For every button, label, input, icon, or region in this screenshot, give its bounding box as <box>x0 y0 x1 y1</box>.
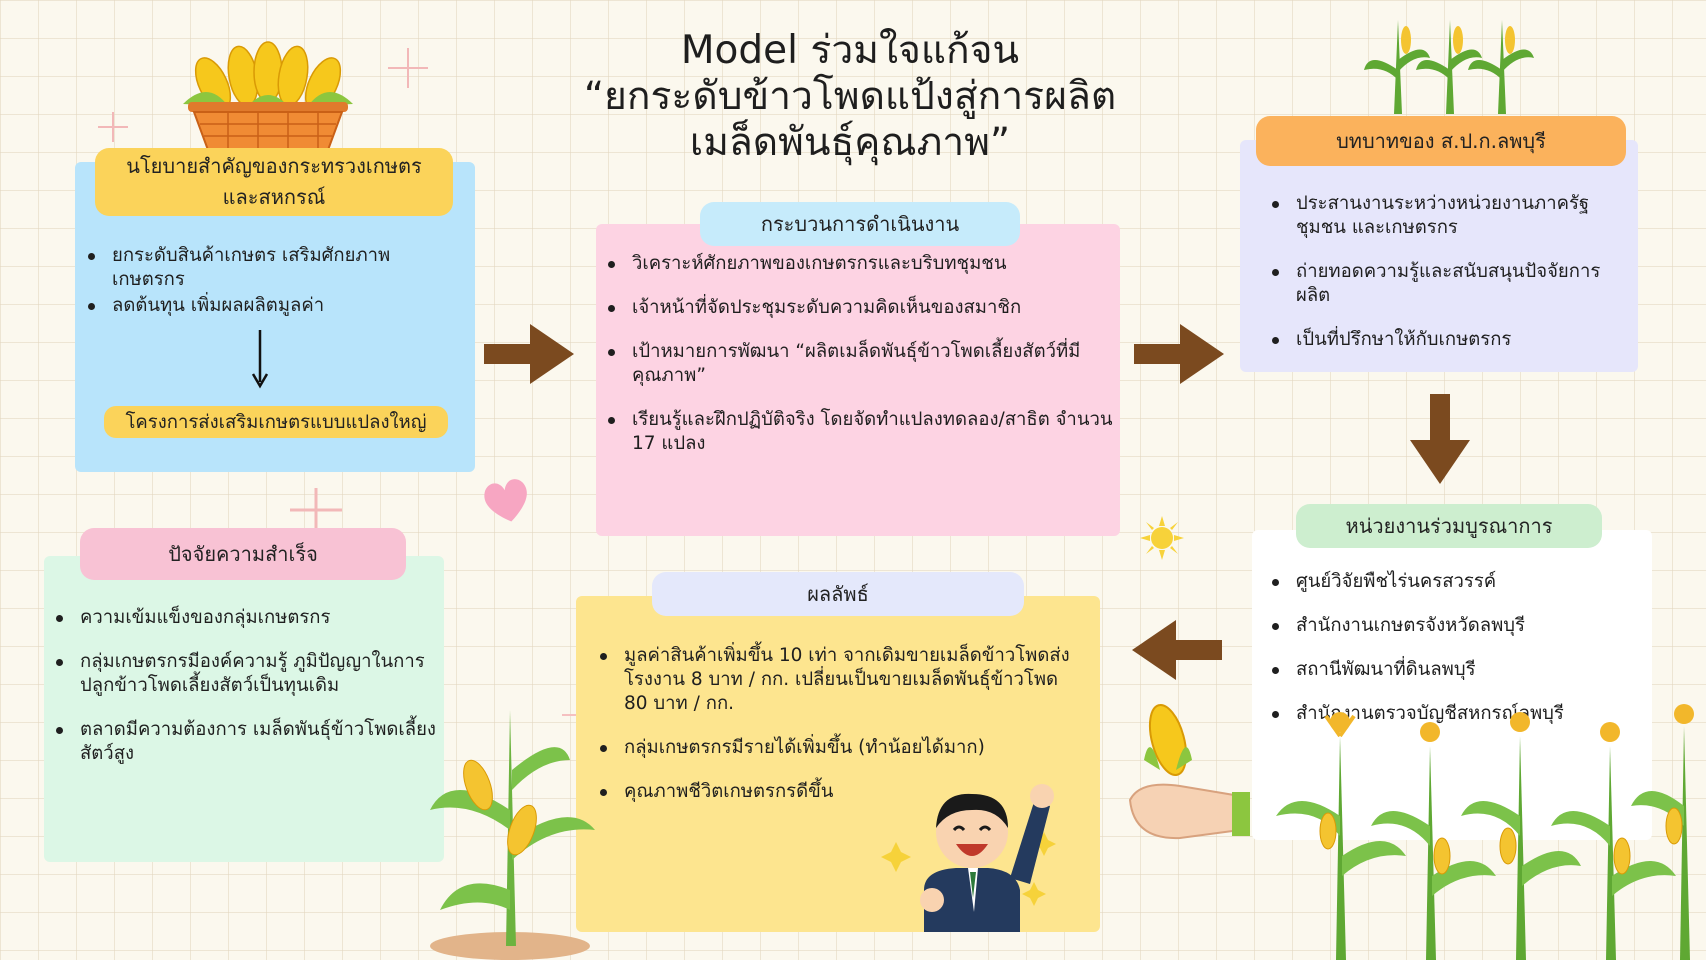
arrow-right-icon <box>1134 324 1224 384</box>
list-item: ศูนย์วิจัยพืชไร่นครสวรรค์ <box>1272 570 1652 594</box>
list-item: ประสานงานระหว่างหน่วยงานภาครัฐ ชุมชน และ… <box>1272 192 1624 240</box>
sparkle-icon <box>290 488 342 528</box>
sparkle-icon <box>98 112 128 142</box>
success-label: ปัจจัยความสำเร็จ <box>80 528 406 580</box>
project-label: โครงการส่งเสริมเกษตรแบบแปลงใหญ่ <box>104 406 448 438</box>
heart-icon <box>484 479 527 522</box>
arrow-down-icon <box>251 330 269 389</box>
list-item: ตลาดมีความต้องการ เมล็ดพันธุ์ข้าวโพดเลี้… <box>56 718 436 766</box>
arrow-left-icon <box>1132 620 1222 680</box>
policy-list: ยกระดับสินค้าเกษตร เสริมศักยภาพเกษตรกร ล… <box>88 244 448 338</box>
arrow-down-icon <box>1410 394 1470 484</box>
list-item: ลดต้นทุน เพิ่มผลผลิตมูลค่า <box>88 294 448 318</box>
sparkle-icon <box>388 48 428 88</box>
process-list: วิเคราะห์ศักยภาพของเกษตรกรและบริบทชุมชน … <box>608 252 1120 476</box>
arrow-right-icon <box>484 324 574 384</box>
results-list: มูลค่าสินค้าเพิ่มขึ้น 10 เท่า จากเดิมขาย… <box>600 644 1070 824</box>
partners-label: หน่วยงานร่วมบูรณาการ <box>1296 504 1602 548</box>
process-label: กระบวนการดำเนินงาน <box>700 202 1020 246</box>
list-item: สำนักงานตรวจบัญชีสหกรณ์ลพบุรี <box>1272 702 1652 726</box>
happy-man-icon <box>881 784 1056 932</box>
success-box <box>44 556 444 862</box>
list-item: เรียนรู้และฝึกปฏิบัติจริง โดยจัดทำแปลงทด… <box>608 408 1120 456</box>
list-item: มูลค่าสินค้าเพิ่มขึ้น 10 เท่า จากเดิมขาย… <box>600 644 1070 716</box>
list-item: เป็นที่ปรึกษาให้กับเกษตรกร <box>1272 328 1624 352</box>
list-item: ความเข้มแข็งของกลุ่มเกษตรกร <box>56 606 436 630</box>
list-item: สถานีพัฒนาที่ดินลพบุรี <box>1272 658 1652 682</box>
role-box <box>1240 140 1638 372</box>
list-item: เป้าหมายการพัฒนา “ผลิตเมล็ดพันธุ์ข้าวโพด… <box>608 340 1120 388</box>
list-item: วิเคราะห์ศักยภาพของเกษตรกรและบริบทชุมชน <box>608 252 1120 276</box>
results-label: ผลลัพธ์ <box>652 572 1024 616</box>
list-item: ยกระดับสินค้าเกษตร เสริมศักยภาพเกษตรกร <box>88 244 448 292</box>
role-list: ประสานงานระหว่างหน่วยงานภาครัฐ ชุมชน และ… <box>1272 192 1624 372</box>
policy-label: นโยบายสำคัญของกระทรวงเกษตร และสหกรณ์ <box>95 148 453 216</box>
list-item: เจ้าหน้าที่จัดประชุมระดับความคิดเห็นของส… <box>608 296 1120 320</box>
sun-icon <box>1140 516 1184 560</box>
corn-plant-icon <box>430 710 595 960</box>
success-list: ความเข้มแข็งของกลุ่มเกษตรกร กลุ่มเกษตรกร… <box>56 606 436 786</box>
list-item: กลุ่มเกษตรกรมีรายได้เพิ่มขึ้น (ทำน้อยได้… <box>600 736 1070 760</box>
corn-plants-icon <box>1276 704 1694 960</box>
page-title: Model ร่วมใจแก้จน “ยกระดับข้าวโพดแป้งสู่… <box>583 28 1117 165</box>
partners-box <box>1252 530 1652 840</box>
corn-plants-icon <box>1364 20 1534 114</box>
list-item: ถ่ายทอดความรู้และสนับสนุนปัจจัยการผลิต <box>1272 260 1624 308</box>
list-item: กลุ่มเกษตรกรมีองค์ความรู้ ภูมิปัญญาในการ… <box>56 650 436 698</box>
role-label: บทบาทของ ส.ป.ก.ลพบุรี <box>1256 116 1626 166</box>
corn-basket-icon <box>183 41 353 151</box>
process-box <box>596 224 1120 536</box>
list-item: สำนักงานเกษตรจังหวัดลพบุรี <box>1272 614 1652 638</box>
list-item: คุณภาพชีวิตเกษตรกรดีขึ้น <box>600 780 1070 804</box>
corn-hand-icon <box>1128 703 1250 840</box>
partners-list: ศูนย์วิจัยพืชไร่นครสวรรค์ สำนักงานเกษตรจ… <box>1272 570 1652 746</box>
